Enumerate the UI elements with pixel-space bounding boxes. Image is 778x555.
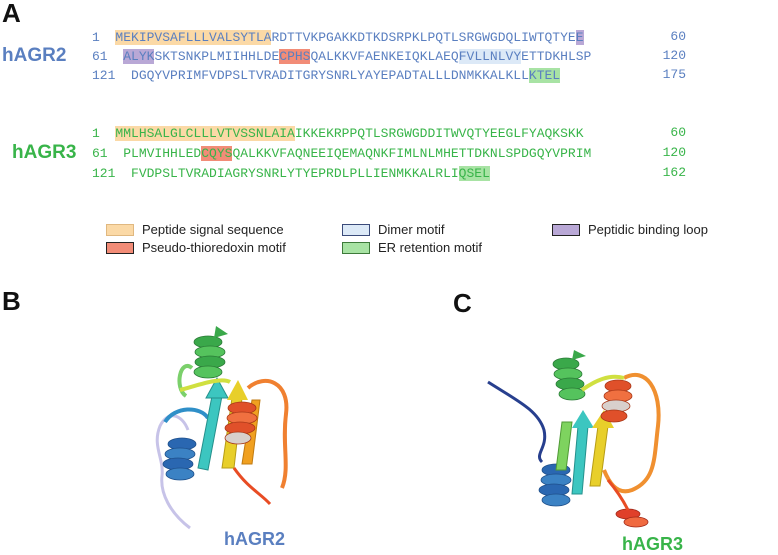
- residue-start-number: 1: [92, 126, 100, 141]
- residue-end-number: 175: [662, 67, 686, 82]
- sequence-segment: QALKKVFAQNEEIQEMAQNKFIMLNLMHETTDKNLSPDGQ…: [232, 146, 592, 161]
- residue-start-number: 1: [92, 30, 100, 45]
- residue-start-number: 121: [92, 166, 116, 181]
- motif-er: QSEL: [458, 166, 490, 181]
- legend-swatch-er: [342, 241, 370, 254]
- hagr3-helix-green: [552, 357, 586, 401]
- legend-swatch-pseudo: [106, 241, 134, 254]
- legend-er: ER retention motif: [342, 240, 482, 255]
- legend-label-pseudo: Pseudo-thioredoxin motif: [142, 240, 286, 255]
- panel-label-c: C: [453, 288, 472, 318]
- residue-end-number: 60: [670, 29, 686, 44]
- agr2-seq-line: 1 MEKIPVSAFLLLVALSYTLARDTTVKPGAKKDTKDSRP…: [92, 29, 584, 47]
- sequence-segment: FVDPSLTVRADIAGRYSNRLYTYEPRDLPLLIENMKKALR…: [131, 166, 459, 181]
- legend-swatch-signal: [106, 223, 134, 236]
- residue-end-number: 120: [662, 145, 686, 160]
- sequence-segment: DGQYVPRIMFVDPSLTVRADITGRYSNRLYAYEPADTALL…: [131, 68, 529, 83]
- hagr2-label: hAGR2: [2, 45, 67, 66]
- legend-dimer: Dimer motif: [342, 222, 444, 237]
- hagr2-helix-green: [193, 335, 226, 379]
- motif-er: KTEL: [528, 68, 561, 83]
- hagr2-ribbon-structure: [155, 326, 289, 530]
- motif-signal: MEKIPVSAFLLLVALSYTLA: [115, 30, 272, 45]
- agr3-seq-line: 121 FVDPSLTVRADIAGRYSNRLYTYEPRDLPLLIENMK…: [92, 165, 490, 183]
- agr3-seq-line: 61 PLMVIHHLEDCQYSQALKKVFAQNEEIQEMAQNKFIM…: [92, 145, 591, 163]
- hagr3-structure-label: hAGR3: [622, 534, 684, 554]
- hagr2-helix-blue: [162, 437, 197, 481]
- legend-swatch-dimer: [342, 223, 370, 236]
- hagr3-helix-red: [600, 379, 633, 423]
- panel-label-b: B: [2, 286, 21, 316]
- legend-bind: Peptidic binding loop: [552, 222, 708, 237]
- sequence-segment: PLMVIHHLED: [123, 146, 202, 161]
- hagr2-n-terminal-tail: [155, 414, 191, 530]
- motif-bind: ALYK: [123, 49, 155, 64]
- agr2-seq-line: 61 ALYKSKTSNKPLMIIHHLDECPHSQALKKVFAENKEI…: [92, 48, 591, 66]
- motif-signal: MMLHSALGLCLLLVTVSSNLAIA: [115, 126, 295, 141]
- residue-end-number: 60: [670, 125, 686, 140]
- legend-pseudo: Pseudo-thioredoxin motif: [106, 240, 286, 255]
- residue-end-number: 162: [662, 165, 686, 180]
- sequence-segment: ETTDKHLSP: [521, 49, 592, 64]
- hagr2-strand-cyan: [197, 395, 223, 471]
- panel-label-a: A: [2, 0, 21, 28]
- hagr3-strand-green: [555, 421, 573, 471]
- legend-signal: Peptide signal sequence: [106, 222, 284, 237]
- legend-label-dimer: Dimer motif: [378, 222, 445, 237]
- residue-start-number: 61: [92, 146, 108, 161]
- hagr2-structure-label: hAGR2: [224, 529, 286, 549]
- agr2-seq-line: 121 DGQYVPRIMFVDPSLTVRADITGRYSNRLYAYEPAD…: [92, 67, 561, 85]
- motif-pseudo: CPHS: [279, 49, 311, 64]
- legend-label-bind: Peptidic binding loop: [588, 222, 708, 237]
- hagr3-c-terminal-helix: [615, 508, 649, 528]
- hagr3-n-terminal-tail: [487, 380, 547, 464]
- sequence-segment: RDTTVKPGAKKDTKDSRPKLPQTLSRGWGDQLIWTQTYE: [271, 30, 576, 45]
- sequence-segment: SKTSNKPLMIIHHLDE: [154, 49, 280, 64]
- agr3-seq-line: 1 MMLHSALGLCLLLVTVSSNLAIAIKKEKRPPQTLSRGW…: [92, 125, 584, 143]
- hagr3-strand-cyan: [571, 425, 589, 495]
- hagr2-helix-red: [224, 401, 258, 445]
- hagr3-label: hAGR3: [12, 142, 77, 163]
- motif-dimer: FVLLNLVY: [458, 49, 522, 64]
- residue-start-number: 61: [92, 49, 108, 64]
- legend-label-er: ER retention motif: [378, 240, 483, 255]
- sequence-segment: IKKEKRPPQTLSRGWGDDITWVQTYEEGLFYAQKSKK: [294, 126, 584, 141]
- legend-swatch-bind: [552, 223, 580, 236]
- motif-bind: E: [575, 30, 584, 45]
- hagr3-ribbon-structure: [487, 350, 661, 528]
- sequence-segment: QALKKVFAENKEIQKLAEQ: [310, 49, 459, 64]
- residue-end-number: 120: [662, 48, 686, 63]
- legend-label-signal: Peptide signal sequence: [142, 222, 284, 237]
- motif-pseudo: CQYS: [201, 146, 233, 161]
- residue-start-number: 121: [92, 68, 116, 83]
